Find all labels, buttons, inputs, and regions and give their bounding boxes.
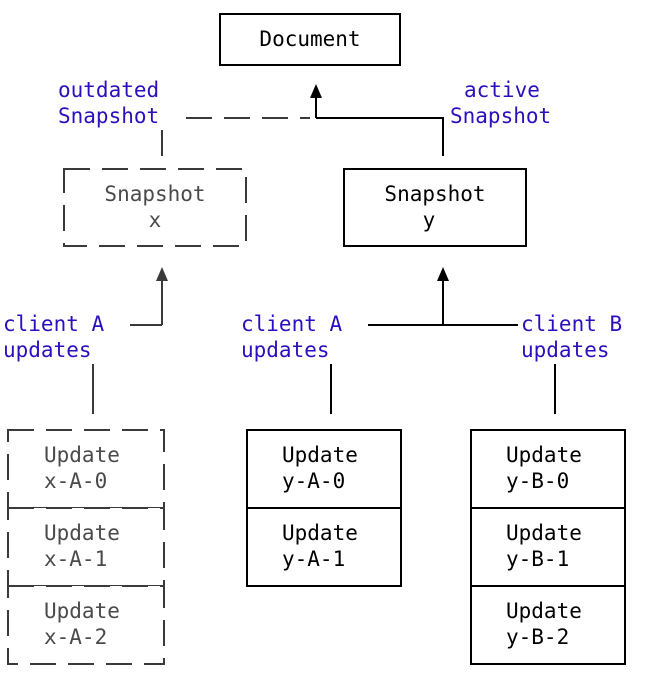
client-b-label-2: updates <box>521 338 610 362</box>
update-x-a-2-box <box>7 585 165 665</box>
outdated-snapshot-label-2: Snapshot <box>58 104 159 128</box>
update-y-b-2-line2: y-B-2 <box>506 625 569 649</box>
client-a-mid-label-2: updates <box>241 338 330 362</box>
active-snapshot-label-1: active <box>464 78 540 102</box>
update-x-a-0-line2: x-A-0 <box>44 469 107 493</box>
snapshot-y-box <box>343 168 527 247</box>
client-a-left-label-1: client A <box>3 312 105 336</box>
update-x-a-1-line1: Update <box>44 521 120 545</box>
update-y-a-1-box <box>246 507 402 587</box>
update-y-a-0-line1: Update <box>282 443 358 467</box>
snapshot-y-arrow-head <box>437 267 449 281</box>
update-y-a-0-box <box>246 429 402 509</box>
outdated-snapshot-label-1: outdated <box>58 78 159 102</box>
update-y-b-1-box <box>470 507 626 587</box>
update-x-a-1-line2: x-A-1 <box>44 547 107 571</box>
update-x-a-2-line2: x-A-2 <box>44 625 107 649</box>
update-y-b-2-box <box>470 585 626 665</box>
document-box <box>219 13 401 66</box>
client-a-mid-label-1: client A <box>241 312 343 336</box>
update-y-b-0-line1: Update <box>506 443 582 467</box>
snapshot-y-line2: y <box>423 208 436 232</box>
update-y-a-1-line2: y-A-1 <box>282 547 345 571</box>
active-snapshot-label-2: Snapshot <box>450 104 551 128</box>
snapshot-y-line1: Snapshot <box>384 182 485 206</box>
document-label: Document <box>259 27 360 51</box>
update-y-a-1-line1: Update <box>282 521 358 545</box>
update-y-b-0-box <box>470 429 626 509</box>
update-y-a-0-line2: y-A-0 <box>282 469 345 493</box>
document-arrow-head <box>310 84 322 98</box>
update-y-b-1-line2: y-B-1 <box>506 547 569 571</box>
snapshot-x-box <box>63 168 247 247</box>
update-y-b-0-line2: y-B-0 <box>506 469 569 493</box>
update-x-a-0-line1: Update <box>44 443 120 467</box>
update-x-a-0-box <box>7 429 165 509</box>
snapshot-x-line1: Snapshot <box>104 182 205 206</box>
client-a-left-label-2: updates <box>3 338 92 362</box>
update-x-a-1-box <box>7 507 165 587</box>
active-connector <box>316 117 444 156</box>
snapshot-x-line2: x <box>149 208 162 232</box>
client-b-label-1: client B <box>521 312 622 336</box>
update-x-a-2-line1: Update <box>44 599 120 623</box>
snapshot-x-arrow-head <box>156 267 168 281</box>
update-y-b-2-line1: Update <box>506 599 582 623</box>
update-y-b-1-line1: Update <box>506 521 582 545</box>
